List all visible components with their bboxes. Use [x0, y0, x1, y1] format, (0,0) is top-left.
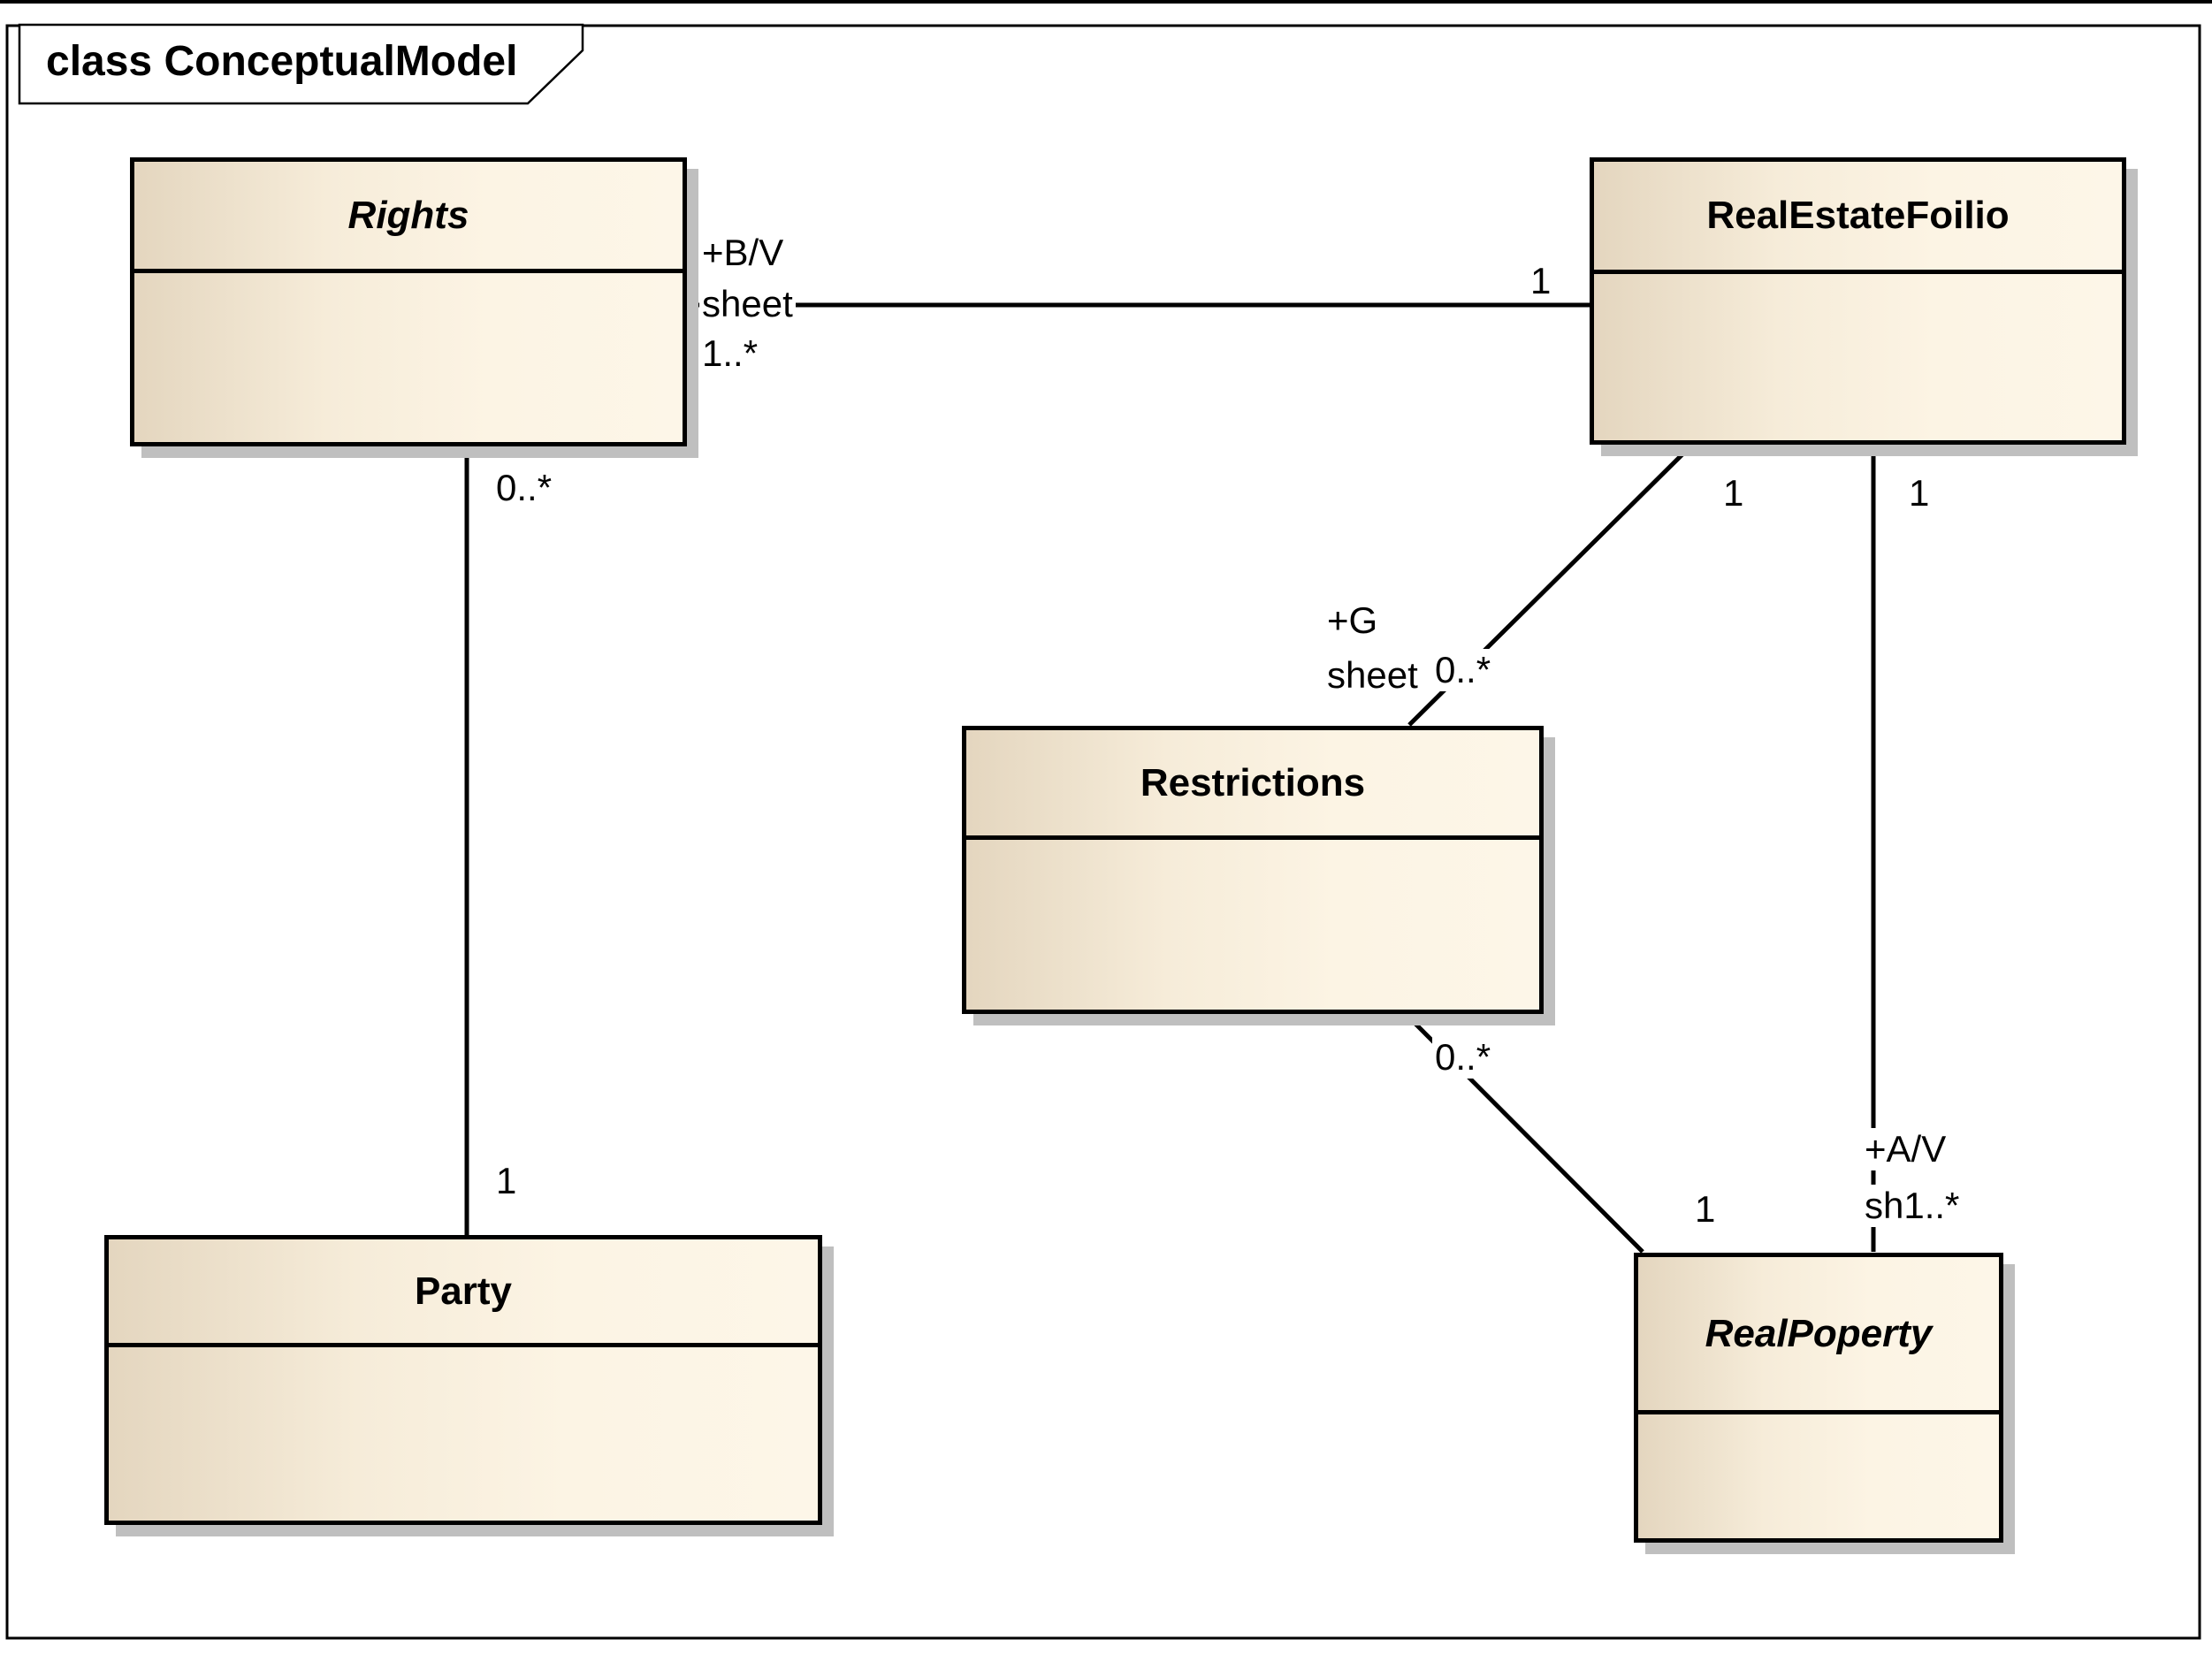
class-header-party: Party [109, 1239, 818, 1347]
class-name-party: Party [414, 1269, 513, 1313]
class-name-realestatefoilio: RealEstateFoilio [1706, 194, 2010, 237]
diagram-frame-tab [18, 23, 584, 105]
assoc-rights-realestatefoilio-multiplicity-target: 1 [1528, 260, 1554, 302]
class-header-realpoperty: RealPoperty [1638, 1257, 1999, 1414]
assoc-realestatefoilio-restrictions-multiplicity-target: 1 [1720, 472, 1747, 515]
class-box-restrictions: Restrictions [962, 726, 1544, 1014]
class-header-restrictions: Restrictions [966, 730, 1539, 840]
assoc-rights-party-multiplicity-source: 0..* [493, 467, 555, 509]
assoc-restrictions-realpoperty-multiplicity-source: 0..* [1432, 1036, 1494, 1079]
class-box-realestatefoilio: RealEstateFoilio [1590, 157, 2126, 445]
class-box-party: Party [104, 1235, 822, 1525]
class-header-realestatefoilio: RealEstateFoilio [1594, 162, 2122, 274]
class-name-realpoperty: RealPoperty [1705, 1311, 1933, 1355]
assoc-realestatefoilio-restrictions-multiplicity-source: 0..* [1432, 649, 1494, 691]
diagram-frame-border [5, 24, 2201, 1640]
diagram-title: class ConceptualModel [46, 38, 518, 85]
class-box-realpoperty: RealPoperty [1634, 1253, 2003, 1543]
class-name-restrictions: Restrictions [1140, 760, 1366, 804]
assoc-realestatefoilio-realpoperty-role-label: +A/V [1862, 1128, 1949, 1170]
assoc-rights-party-multiplicity-target: 1 [493, 1160, 520, 1202]
assoc-realestatefoilio-restrictions-role-label: +G [1324, 599, 1381, 642]
class-box-rights: Rights [130, 157, 687, 446]
class-name-rights: Rights [347, 193, 469, 237]
class-header-rights: Rights [134, 162, 683, 273]
assoc-rights-realestatefoilio-multiplicity-source: 1..* [699, 332, 761, 375]
assoc-rights-realestatefoilio-role-label: +B/V [699, 232, 787, 274]
assoc-realestatefoilio-restrictions-role-label-line2: sheet [1324, 654, 1421, 697]
assoc-rights-realestatefoilio-role-label-line2: sheet [699, 283, 796, 325]
assoc-restrictions-realpoperty-multiplicity-target: 1 [1692, 1188, 1719, 1231]
assoc-realestatefoilio-realpoperty-multiplicity-source: 1 [1906, 472, 1933, 515]
assoc-realestatefoilio-realpoperty-role-label-line2: sh1..* [1862, 1185, 1963, 1227]
